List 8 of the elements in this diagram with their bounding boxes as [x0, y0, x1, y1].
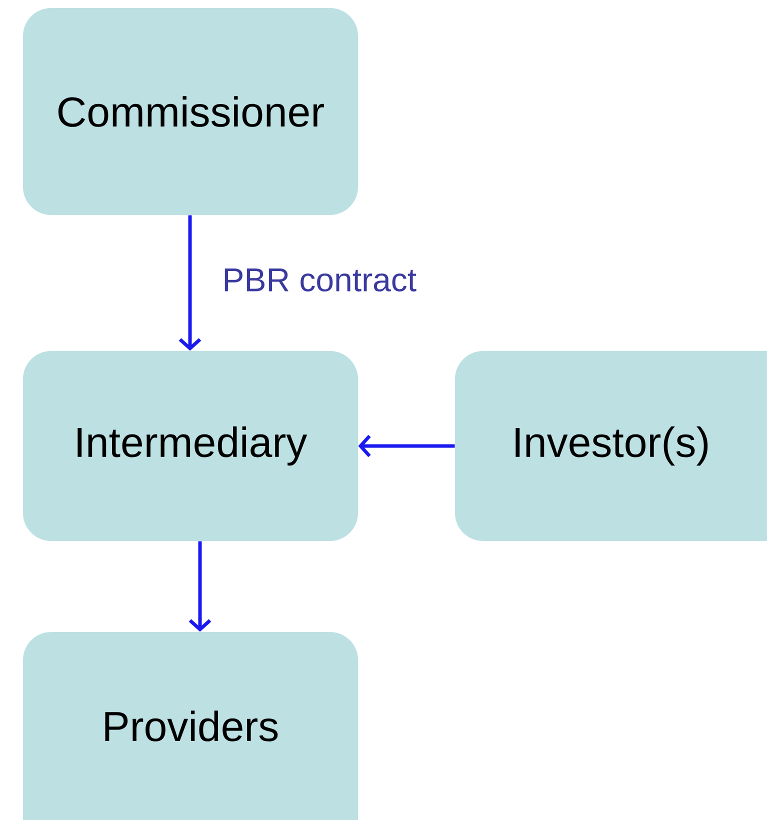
arrow: [358, 434, 455, 458]
arrow: [188, 541, 212, 632]
process-box: Intermediary: [23, 351, 358, 541]
arrow: [178, 215, 202, 351]
process-box: Investor(s): [455, 351, 767, 541]
process-box: Providers: [23, 632, 358, 820]
edge-label: PBR contract: [224, 268, 416, 292]
process-box: Commissioner: [23, 8, 358, 215]
